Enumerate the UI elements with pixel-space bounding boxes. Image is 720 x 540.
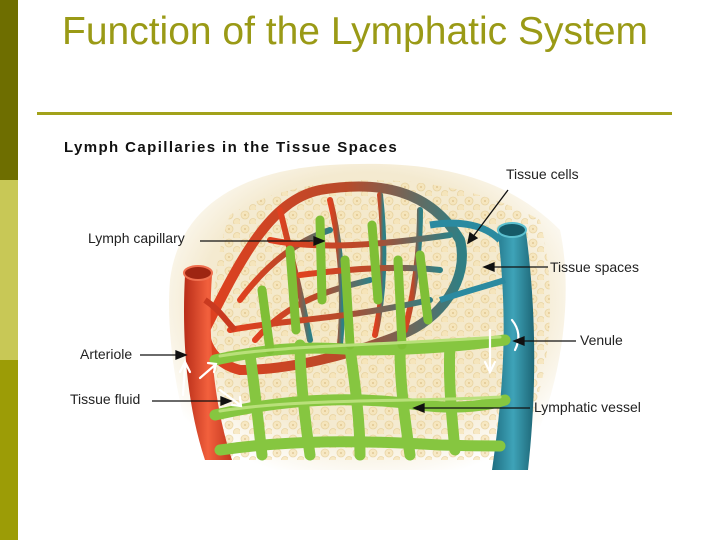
label-tissue-fluid: Tissue fluid <box>70 391 141 407</box>
leader-lines <box>140 189 576 413</box>
lymph-vessel-highlights <box>218 335 502 413</box>
title-underline <box>37 112 672 115</box>
flow-arrows <box>178 318 520 408</box>
venule-vessel <box>429 219 535 470</box>
label-arteriole: Arteriole <box>80 346 133 362</box>
lymph-capillaries <box>257 215 433 355</box>
label-lymphatic-vessel: Lymphatic vessel <box>534 399 641 415</box>
sidebar-accent <box>0 0 18 540</box>
sidebar-segment-bottom <box>0 360 18 540</box>
sidebar-segment-middle <box>0 180 18 360</box>
arteriole-vessel <box>183 265 238 460</box>
slide-title: Function of the Lymphatic System <box>62 10 648 53</box>
label-tissue-cells: Tissue cells <box>506 166 579 182</box>
label-lymph-capillary: Lymph capillary <box>88 230 185 246</box>
label-venule: Venule <box>580 332 623 348</box>
figure-title: Lymph Capillaries in the Tissue Spaces <box>64 139 399 156</box>
label-tissue-spaces: Tissue spaces <box>550 259 639 275</box>
sidebar-segment-top <box>0 0 18 180</box>
